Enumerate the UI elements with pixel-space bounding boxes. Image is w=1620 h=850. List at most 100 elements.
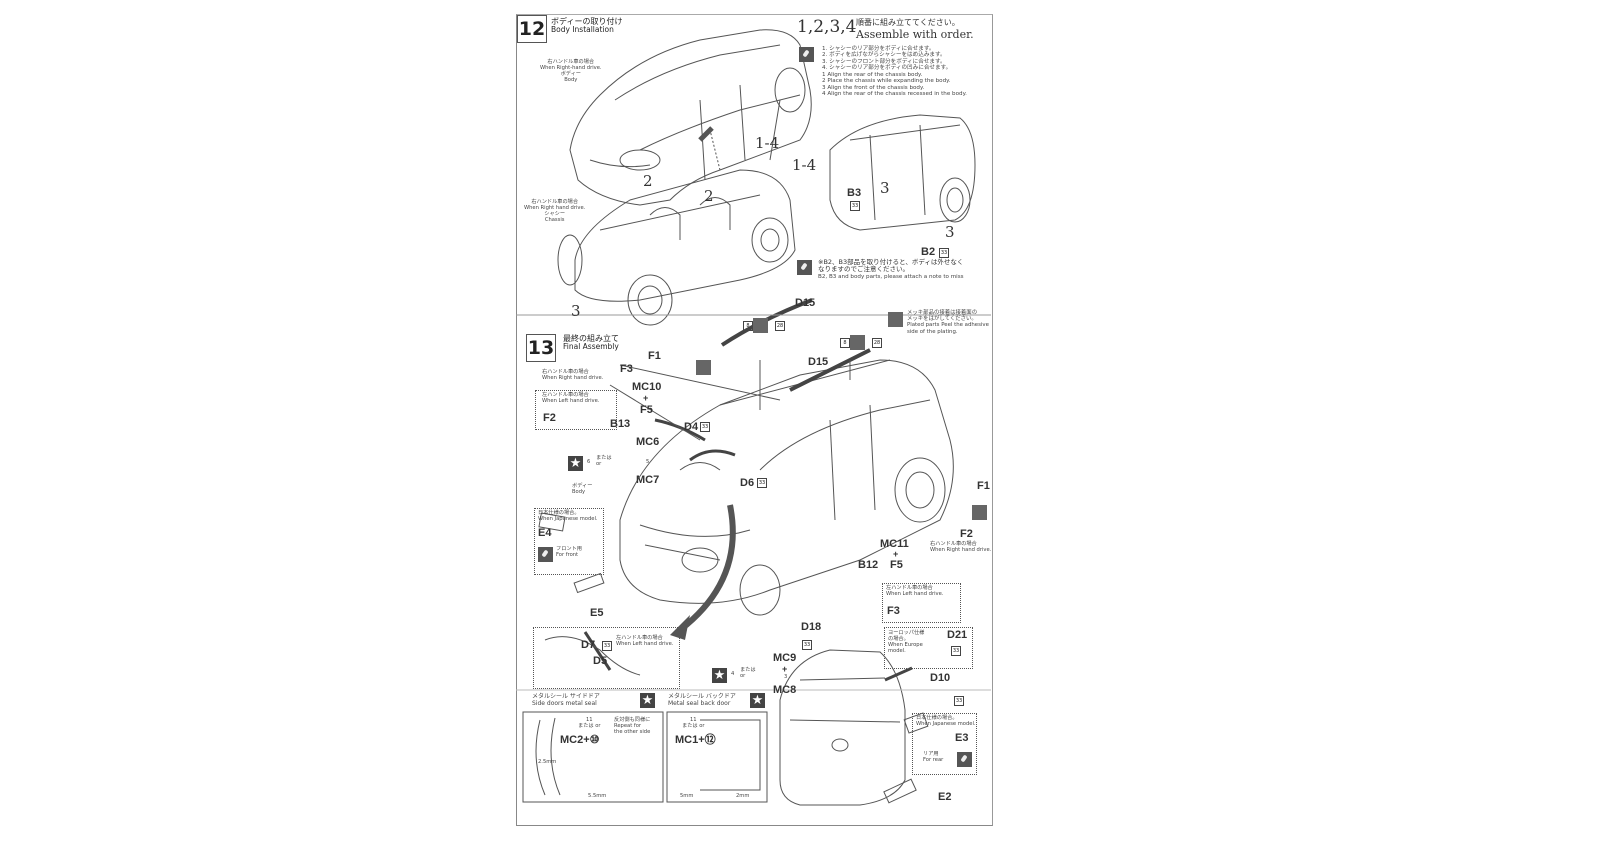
rhd2-ja: 右ハンドル車の場合 <box>930 541 977 547</box>
instruction-ja-3: 3. シャシーのフロント部分をボディに合せます。 <box>822 58 946 65</box>
final-car-drawing <box>619 359 954 616</box>
part-e4: E4 <box>538 527 552 539</box>
part-d5: D5 <box>593 655 608 667</box>
body-label-en: Body <box>564 76 578 83</box>
eu-en-2: model. <box>888 647 906 654</box>
body-label-ja: ボディー <box>560 70 581 77</box>
part-d15-rear: D15 <box>808 356 829 368</box>
part-f3-box: F3 <box>887 605 900 617</box>
step-12-number: 12 <box>517 15 547 43</box>
plus-mc11: + <box>893 549 899 559</box>
or-en: or <box>596 460 602 467</box>
side-repeat-ja: 反対側も同様に <box>614 717 651 723</box>
or-text-2: または or <box>740 667 756 680</box>
part-e3: E3 <box>955 732 969 744</box>
part-f1-right: F1 <box>977 480 990 492</box>
lhd-note: 左ハンドル車の場合 When Left hand drive. <box>542 392 599 405</box>
rhd-en: When Right hand drive. <box>542 374 604 381</box>
part-d4: D4 <box>684 421 699 433</box>
glue-icon <box>538 547 553 562</box>
chassis-rhd-en: When Right hand drive. <box>524 204 586 211</box>
d15-num-rear-b: 28 <box>872 338 882 348</box>
part-e5: E5 <box>590 607 604 619</box>
peel-arrow-icon <box>850 335 865 350</box>
d18-num: 33 <box>802 640 812 650</box>
plated-parts-note: メッキ部品の接着は接着面の メッキをはがしてください。 Plated parts… <box>907 310 989 335</box>
or-ja: または <box>596 455 612 461</box>
caution-en: B2, B3 and body parts, please attach a n… <box>818 273 964 280</box>
order-instructions: 1. シャシーのリア部分をボディに合せます。 2. ボディを広げながらシャシーを… <box>822 46 967 97</box>
side-repeat-en-1: Repeat for <box>614 722 642 729</box>
d15-rail-rear <box>789 348 871 392</box>
or-text: または or <box>596 455 612 468</box>
d4-num: 33 <box>700 422 710 432</box>
jp2-en: When Japanese model. <box>916 720 976 727</box>
back-seal-decal: 11 または or <box>682 717 705 730</box>
lhd2-ja: 左ハンドル車の場合 <box>886 585 933 591</box>
side-decal-num: 11 <box>585 717 593 723</box>
eu-ja-1: ヨーロッパ仕様 <box>888 630 925 636</box>
eu-note: ヨーロッパ仕様 の場合。 When Europe model. <box>888 630 925 655</box>
part-mc7: MC7 <box>636 474 660 486</box>
part-mc10: MC10 <box>632 381 662 393</box>
plated-en-1: Plated parts Peel the adhesive <box>907 322 989 329</box>
step-12-title-en: Body Installation <box>551 25 614 35</box>
chassis-rhd-ja: 右ハンドル車の場合 <box>531 199 579 205</box>
body-rhd-note: 右ハンドル車の場合 When Right-hand drive. ボディー Bo… <box>540 59 602 84</box>
body-side-drawing <box>829 114 976 231</box>
instruction-page <box>516 14 993 826</box>
step-13-title: 最終の組み立て Final Assembly <box>563 334 619 352</box>
rhd-note-ja: 右ハンドル車の場合 <box>547 59 595 65</box>
body-ja: ボディー <box>572 483 593 489</box>
decal-5: 5 <box>646 459 650 465</box>
star-decal-icon: ★ <box>712 668 727 683</box>
side-seal-decal: 11 または or <box>578 717 601 730</box>
instruction-en-3: 3 Align the front of the chassis body. <box>822 84 925 91</box>
jp-rear-plate-box: 日本仕様の場合。 When Japanese model. E3 リア用 For… <box>912 713 977 775</box>
rhd-note-en: When Right-hand drive. <box>540 64 602 71</box>
decal-4: 4 <box>731 671 735 677</box>
instruction-ja-4: 4. シャシーのリア部分をボディの凹みに合せます。 <box>822 65 952 72</box>
part-d10: D10 <box>930 672 951 684</box>
side-dim-2: 5.5mm <box>588 793 607 799</box>
part-b12: B12 <box>858 559 879 571</box>
step-12-title: ボディーの取り付け Body Installation <box>551 17 622 35</box>
lhd3-ja: 左ハンドル車の場合 <box>616 635 663 641</box>
rear-use-note: リア用 For rear <box>923 751 943 764</box>
side-dim-1: 2.5mm <box>538 759 557 765</box>
step-13-title-ja: 最終の組み立て <box>563 334 619 343</box>
rotate-arrow <box>678 504 736 633</box>
plated-parts-icon <box>888 312 903 327</box>
back-seal-title: メタルシール バックドア Metal seal back door <box>668 693 736 708</box>
glue-icon <box>957 752 972 767</box>
rhd2-note: 右ハンドル車の場合 When Right hand drive. <box>930 541 991 554</box>
jp2-ja: 日本仕様の場合。 <box>916 715 958 721</box>
d10-num: 33 <box>954 696 964 706</box>
plated-ja-1: メッキ部品の接着は接着面の <box>907 310 978 316</box>
back-seal-en: Metal seal back door <box>668 699 731 707</box>
order-ja: 順番に組み立ててください。 <box>856 18 960 27</box>
part-f2-right: F2 <box>960 528 973 540</box>
part-f2-box: F2 <box>543 412 556 424</box>
callout-1-4-b: 1-4 <box>792 156 817 174</box>
caution-glue-icon <box>797 260 812 275</box>
plated-parts-icon <box>696 360 711 375</box>
order-numbers: 1,2,3,4 <box>797 17 857 37</box>
part-b2-num: 33 <box>939 248 949 258</box>
d21-num: 33 <box>951 646 961 656</box>
lhd-d5-box: D7 33 D5 左ハンドル車の場合 When Left hand drive. <box>533 627 680 689</box>
lhd-f3-box: 左ハンドル車の場合 When Left hand drive. F3 <box>882 583 961 623</box>
caution-ja-2: なりますのでご注意ください。 <box>818 265 909 274</box>
d6-num: 33 <box>757 478 767 488</box>
part-d15-front: D15 <box>795 297 816 309</box>
decal-3: 3 <box>784 674 788 680</box>
back-mc: MC1+⑫ <box>675 734 716 746</box>
lhd3-note: 左ハンドル車の場合 When Left hand drive. <box>616 635 674 648</box>
eu-ja-2: の場合。 <box>888 635 909 642</box>
front-en: For front <box>556 551 579 558</box>
caution-ja-1: ※B2、B3部品を取り付けると、ボディは外せなく <box>818 258 964 266</box>
plus-mc9: + <box>782 664 788 674</box>
lhd3-en: When Left hand drive. <box>616 640 674 647</box>
callout-2-b: 2 <box>704 187 714 205</box>
